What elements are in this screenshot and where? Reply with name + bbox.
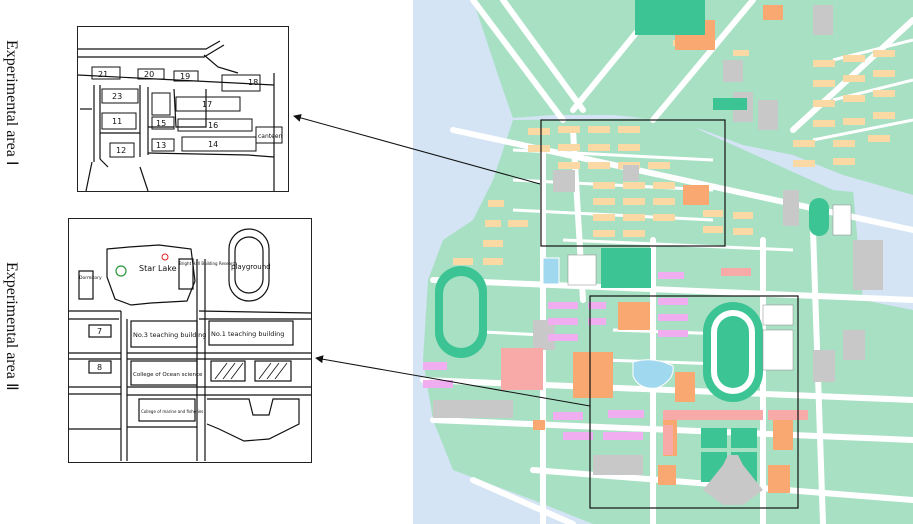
- sketch1-building-15: 15: [156, 119, 166, 128]
- sketch1-building-14: 14: [208, 140, 218, 149]
- sketch2-college-ocean: College of Ocean science: [133, 372, 203, 378]
- sketch1-building-19: 19: [180, 72, 190, 81]
- sketch1-building-13: 13: [156, 141, 166, 150]
- sketch2-dormitory: Dormitory: [79, 275, 102, 281]
- sketch1-building-11: 11: [112, 117, 122, 126]
- sketch2-school-sign: Bright Hall Building Research: [179, 261, 238, 266]
- experimental-area-2-label: Experimental area Ⅱ: [3, 262, 20, 391]
- sports-tracks: [435, 98, 829, 402]
- sketch1-building-12: 12: [116, 146, 126, 155]
- sketch2-no3-building: No.3 teaching building: [133, 331, 206, 339]
- sketch2-college-marine: College of marine and fisheries: [141, 409, 203, 414]
- tree-icon: [115, 265, 127, 277]
- star-lake: [632, 359, 674, 389]
- sketch-map-1-drawing: 21 20 19 18 23 17 11 15 16 12 13 14 cant…: [77, 40, 283, 192]
- sketch1-building-20: 20: [144, 70, 154, 79]
- sketch1-building-21: 21: [98, 70, 108, 79]
- experimental-area-1-box: [540, 119, 726, 247]
- sketch-map-area-2: Star Lake Bright Hall Building Research …: [68, 218, 312, 463]
- sketch1-building-16: 16: [208, 121, 218, 130]
- central-plaza: [703, 455, 763, 505]
- sketch-map-2-drawing: Star Lake Bright Hall Building Research …: [69, 228, 312, 461]
- marker-icon: [161, 253, 169, 261]
- sketch1-building-23: 23: [112, 92, 122, 101]
- residential-buildings: [453, 40, 895, 265]
- sketch1-building-17: 17: [202, 100, 212, 109]
- sketch2-no1-building: No.1 teaching building: [211, 330, 284, 338]
- sketch2-building-7: 7: [97, 327, 102, 336]
- pool: [542, 257, 560, 285]
- campus-map: [413, 0, 913, 524]
- sketch-map-area-1: 21 20 19 18 23 17 11 15 16 12 13 14 cant…: [77, 26, 289, 192]
- sketch1-building-18: 18: [248, 78, 258, 87]
- experimental-area-1-label: Experimental area Ⅰ: [3, 40, 20, 166]
- sketch2-star-lake: Star Lake: [139, 264, 177, 273]
- sketch2-building-8: 8: [97, 363, 102, 372]
- sketch1-canteen: canteen: [258, 133, 283, 140]
- sketch2-playground: playground: [231, 263, 271, 271]
- white-fields: [567, 204, 852, 371]
